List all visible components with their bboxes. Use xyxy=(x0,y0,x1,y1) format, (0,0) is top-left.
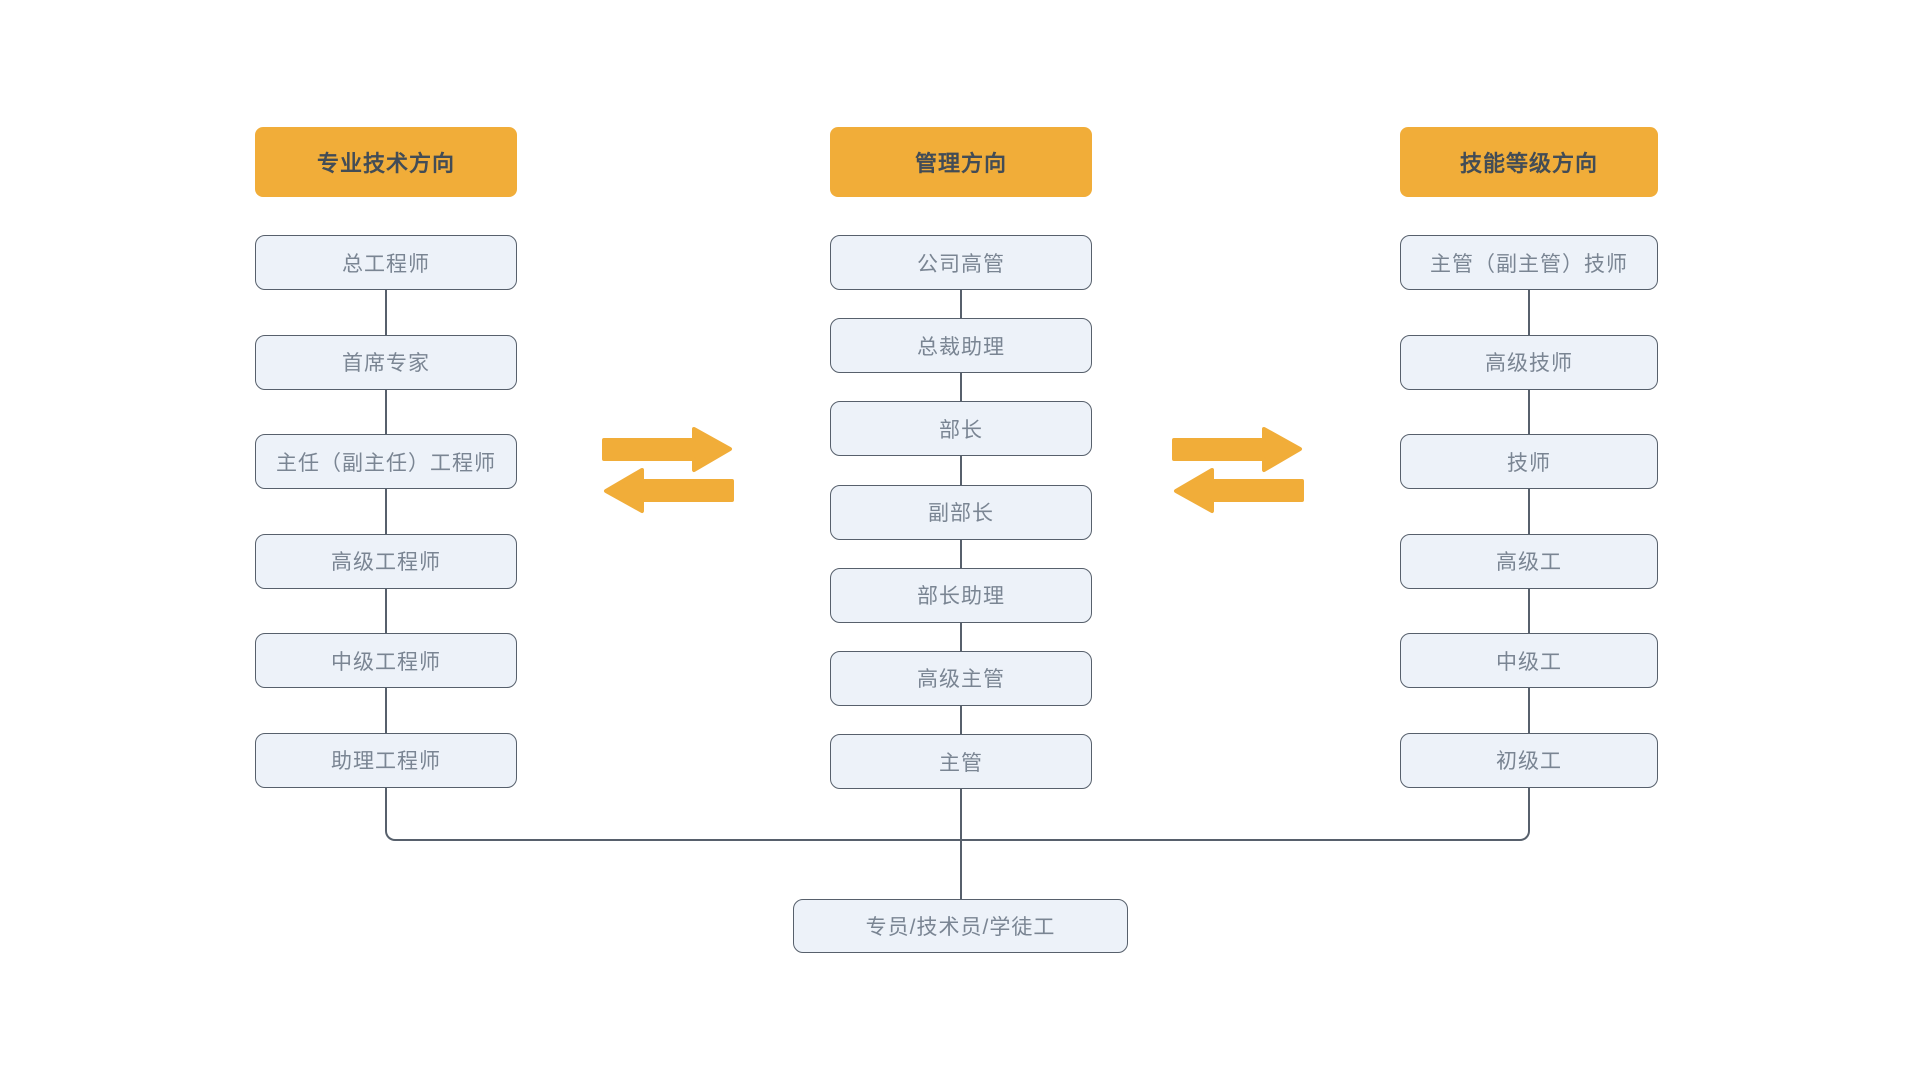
level-box: 高级技师 xyxy=(1400,334,1658,390)
level-box: 部长 xyxy=(830,401,1092,457)
column-management-track: 管理方向 公司高管总裁助理部长副部长部长助理高级主管主管 xyxy=(830,127,1092,790)
header-professional-track: 专业技术方向 xyxy=(255,127,517,197)
bottom-connector-line xyxy=(385,788,1530,841)
level-box: 总工程师 xyxy=(255,235,517,290)
level-box: 高级主管 xyxy=(830,650,1092,706)
level-box: 中级工程师 xyxy=(255,633,517,689)
level-box: 助理工程师 xyxy=(255,732,517,788)
level-box: 公司高管 xyxy=(830,235,1092,290)
professional-track-levels: 总工程师首席专家主任（副主任）工程师高级工程师中级工程师助理工程师 xyxy=(255,235,517,788)
column-skill-track: 技能等级方向 主管（副主管）技师高级技师技师高级工中级工初级工 xyxy=(1400,127,1658,788)
header-management-track: 管理方向 xyxy=(830,127,1092,197)
level-box: 副部长 xyxy=(830,484,1092,540)
level-box: 技师 xyxy=(1400,434,1658,490)
management-track-levels: 公司高管总裁助理部长副部长部长助理高级主管主管 xyxy=(830,235,1092,790)
level-box: 高级工 xyxy=(1400,533,1658,589)
connector-line-professional xyxy=(385,262,387,789)
level-box: 高级工程师 xyxy=(255,533,517,589)
level-box: 总裁助理 xyxy=(830,318,1092,374)
level-box: 部长助理 xyxy=(830,567,1092,623)
header-skill-track: 技能等级方向 xyxy=(1400,127,1658,197)
connector-line-skill xyxy=(1528,262,1530,789)
level-box: 初级工 xyxy=(1400,732,1658,788)
level-box: 中级工 xyxy=(1400,633,1658,689)
exchange-arrows-icon xyxy=(602,426,734,514)
entry-level-box: 专员/技术员/学徒工 xyxy=(793,899,1128,953)
level-box: 主管 xyxy=(830,734,1092,790)
skill-track-levels: 主管（副主管）技师高级技师技师高级工中级工初级工 xyxy=(1400,235,1658,788)
level-box: 首席专家 xyxy=(255,334,517,390)
column-professional-track: 专业技术方向 总工程师首席专家主任（副主任）工程师高级工程师中级工程师助理工程师 xyxy=(255,127,517,788)
level-box: 主任（副主任）工程师 xyxy=(255,434,517,490)
level-box: 主管（副主管）技师 xyxy=(1400,235,1658,290)
exchange-arrows-icon xyxy=(1172,426,1304,514)
